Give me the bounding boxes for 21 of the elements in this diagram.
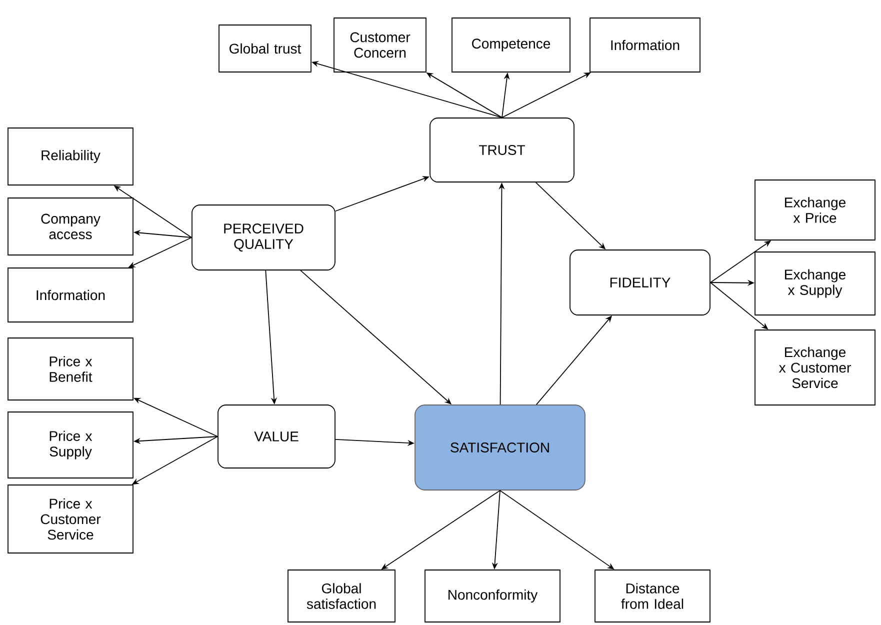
factor-box: Price x Benefit [8, 338, 134, 400]
factor-box: Global satisfaction [288, 570, 396, 622]
factor-box: Global trust [218, 24, 312, 72]
factor-box: Information [590, 18, 700, 72]
factor-box: Exchange x Price [754, 180, 876, 240]
factor-box: Exchange x Supply [754, 252, 876, 316]
factor-box: Price x Customer Service [8, 484, 134, 554]
factor-box: Nonconformity [424, 570, 560, 622]
factor-box: Information [8, 268, 134, 322]
construct-box: FIDELITY [570, 250, 710, 316]
factor-box: Reliability [8, 128, 134, 186]
factor-box: Exchange x Customer Service [754, 330, 876, 406]
factor-box: Distance from Ideal [594, 570, 710, 622]
factor-box: Customer Concern [334, 18, 426, 72]
construct-box: VALUE [218, 404, 336, 468]
central-box: SATISFACTION [414, 404, 586, 490]
factor-box: Competence [452, 18, 570, 72]
construct-box: TRUST [430, 118, 574, 182]
factor-box: Company access [8, 198, 134, 256]
construct-box: PERCEIVED QUALITY [192, 204, 336, 270]
factor-box: Price x Supply [8, 412, 134, 478]
